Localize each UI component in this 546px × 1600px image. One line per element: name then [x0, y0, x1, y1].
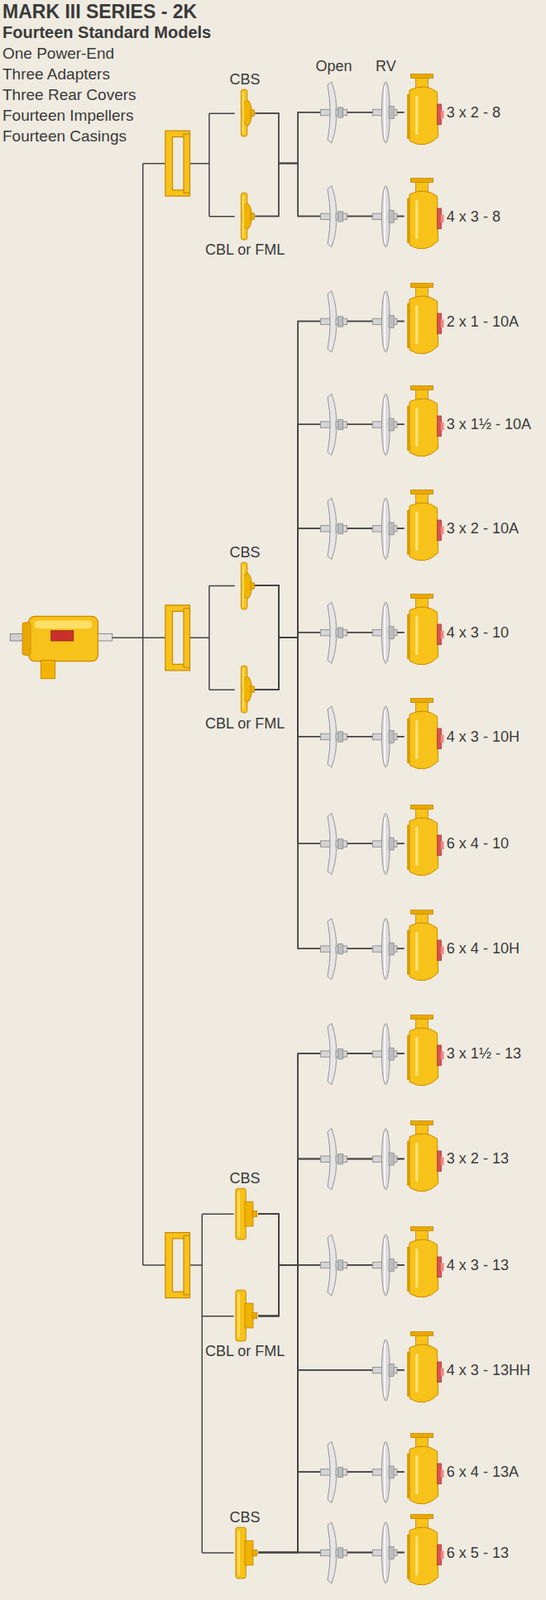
cover-shape	[234, 665, 256, 714]
rear-cover: CBL or FML	[203, 1289, 287, 1361]
connector	[254, 424, 404, 690]
model-label: 6 x 4 - 10	[445, 834, 511, 853]
connector	[258, 1265, 404, 1554]
casing-shape	[404, 177, 446, 256]
summary-line: Fourteen Casings	[2, 125, 211, 147]
model-label: 2 x 1 - 10A	[445, 312, 521, 331]
model-label: 4 x 3 - 10H	[445, 728, 522, 747]
connector	[254, 637, 404, 844]
model-label: 6 x 5 - 13	[445, 1544, 511, 1563]
casing-shape	[404, 1015, 446, 1093]
casing-shape	[404, 910, 446, 988]
casing: 4 x 3 - 8	[404, 177, 503, 256]
connector	[258, 1214, 404, 1554]
summary-line: Three Adapters	[2, 63, 211, 85]
model-label: 3 x 1½ - 10A	[445, 415, 533, 434]
casing: 3 x 2 - 13	[404, 1120, 511, 1199]
cover-shape	[231, 1289, 259, 1343]
cover-label: CBS	[228, 70, 263, 89]
cover-label: CBL or FML	[203, 714, 287, 733]
casing-shape	[404, 1331, 446, 1410]
connector	[258, 1265, 404, 1473]
title: MARK III SERIES - 2K	[2, 1, 211, 23]
power-end	[9, 616, 112, 679]
column-label: RV	[375, 57, 397, 76]
connector	[258, 1053, 404, 1317]
connector	[258, 1053, 404, 1553]
header: MARK III SERIES - 2KFourteen Standard Mo…	[2, 1, 211, 147]
cover-shape	[231, 1527, 259, 1581]
summary-line: Fourteen Impellers	[2, 105, 211, 126]
model-label: 3 x 2 - 10A	[445, 519, 521, 538]
rear-cover: CBS	[228, 1169, 263, 1241]
rear-cover: CBS	[228, 1508, 263, 1581]
casing-shape	[404, 593, 446, 672]
impellers	[320, 81, 398, 1585]
casing: 4 x 3 - 10	[404, 593, 511, 672]
connector	[254, 321, 404, 690]
subtitle: Fourteen Standard Models	[2, 22, 211, 44]
cover-label: CBS	[228, 1169, 263, 1188]
cover-label: CBL or FML	[203, 1342, 287, 1361]
connector	[254, 321, 404, 638]
casing: 3 x 1½ - 10A	[404, 385, 533, 464]
cover-shape	[234, 191, 256, 241]
tree-lines	[110, 113, 235, 1554]
column-label: Open	[315, 57, 352, 76]
summary-line: Three Rear Covers	[2, 84, 211, 106]
casing-shape	[404, 1433, 446, 1512]
casing: 3 x 2 - 10A	[404, 489, 521, 568]
connector	[258, 1053, 404, 1265]
casing-shape	[404, 385, 446, 464]
casing: 6 x 4 - 10H	[404, 910, 522, 988]
summary-line: One Power-End	[2, 43, 211, 64]
model-label: 3 x 2 - 8	[445, 103, 503, 122]
cover-shape	[234, 561, 256, 611]
cover-label: CBS	[228, 1508, 263, 1528]
casing: 4 x 3 - 10H	[404, 698, 522, 776]
model-label: 6 x 4 - 13A	[445, 1463, 521, 1482]
rear-cover: CBS	[228, 543, 263, 611]
casing-shape	[404, 489, 446, 568]
rear-cover: CBL or FML	[203, 191, 287, 259]
casing: 4 x 3 - 13	[404, 1226, 511, 1305]
casing-shape	[404, 1514, 446, 1593]
model-label: 3 x 1½ - 13	[445, 1044, 523, 1064]
rear-cover: CBS	[228, 70, 263, 138]
model-label: 4 x 3 - 13HH	[445, 1361, 532, 1380]
casing: 4 x 3 - 13HH	[404, 1331, 532, 1410]
casing: 3 x 1½ - 13	[404, 1015, 523, 1093]
casing-shape	[404, 698, 446, 776]
casing: 6 x 4 - 13A	[404, 1433, 521, 1512]
connector	[258, 1265, 404, 1554]
casing: 6 x 5 - 13	[404, 1514, 511, 1593]
cover-label: CBS	[228, 543, 263, 562]
cover-shape	[231, 1187, 259, 1241]
model-label: 4 x 3 - 10	[445, 623, 511, 642]
casing-shape	[404, 804, 446, 883]
cover-shape	[234, 88, 256, 138]
casing: 6 x 4 - 10	[404, 804, 511, 883]
casing-shape	[404, 1120, 446, 1199]
model-label: 3 x 2 - 13	[445, 1149, 511, 1169]
model-label: 6 x 4 - 10H	[445, 939, 522, 958]
cover-label: CBL or FML	[203, 240, 287, 259]
casing-shape	[404, 1226, 446, 1305]
connector	[254, 585, 404, 949]
casing: 2 x 1 - 10A	[404, 282, 521, 361]
model-label: 4 x 3 - 8	[445, 207, 503, 226]
casing: 3 x 2 - 8	[404, 73, 503, 152]
casing-shape	[404, 73, 446, 152]
model-label: 4 x 3 - 13	[445, 1256, 511, 1275]
rear-cover: CBL or FML	[203, 665, 287, 733]
connector	[254, 637, 404, 949]
adapter	[165, 130, 191, 1298]
casing-shape	[404, 282, 446, 361]
